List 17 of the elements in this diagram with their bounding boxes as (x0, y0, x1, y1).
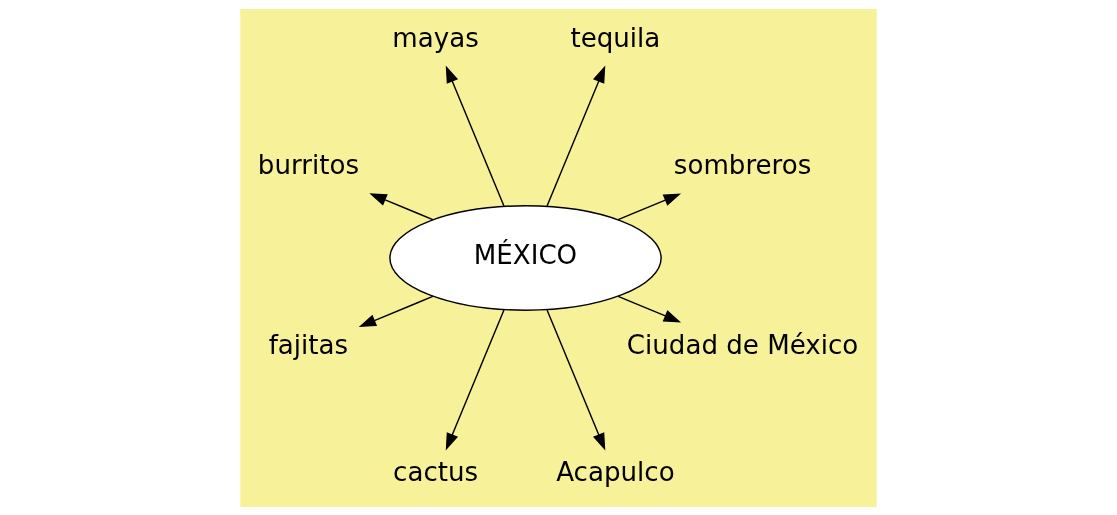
arrow (445, 64, 505, 207)
arrow (445, 308, 505, 451)
node-text: burritos (257, 149, 359, 180)
node-text: Ciudad de México (626, 329, 859, 360)
node-text: fajitas (268, 329, 349, 360)
node-text: tequila (570, 22, 661, 53)
node-text: mayas (392, 22, 479, 53)
arrow (546, 64, 606, 207)
arrow (617, 295, 682, 322)
arrow (358, 295, 434, 327)
arrow (617, 193, 682, 220)
node-ellipse: MÉXICO (389, 204, 662, 311)
node-text: Acapulco (556, 456, 675, 487)
arrow (546, 308, 606, 451)
node-text: sombreros (673, 149, 812, 180)
node-text: cactus (393, 456, 479, 487)
arrow (369, 192, 434, 220)
